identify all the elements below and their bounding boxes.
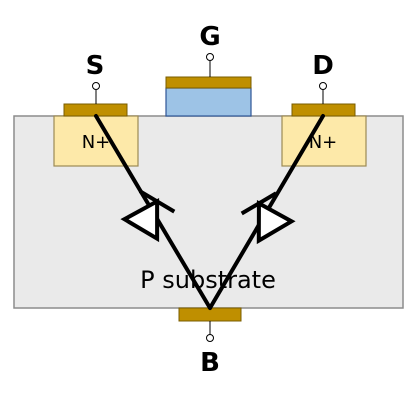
body-drain-diode-icon: [240, 191, 296, 245]
source-pin: [92, 82, 100, 90]
n-plus-source-region: [53, 115, 139, 167]
drain-pin: [319, 82, 327, 90]
source-doping-label: N+: [82, 132, 111, 153]
gate-oxide: [165, 87, 252, 117]
drain-doping-label: N+: [309, 132, 338, 153]
gate-pin: [206, 53, 214, 61]
drain-terminal-label: D: [312, 51, 334, 81]
substrate-label: P substrate: [140, 266, 276, 294]
source-terminal-label: S: [86, 51, 105, 81]
gate-terminal-label: G: [199, 22, 220, 52]
body-source-diode-icon: [120, 189, 176, 243]
body-terminal-label: B: [200, 348, 220, 378]
body-pin: [206, 334, 214, 342]
gate-metal: [165, 76, 252, 89]
